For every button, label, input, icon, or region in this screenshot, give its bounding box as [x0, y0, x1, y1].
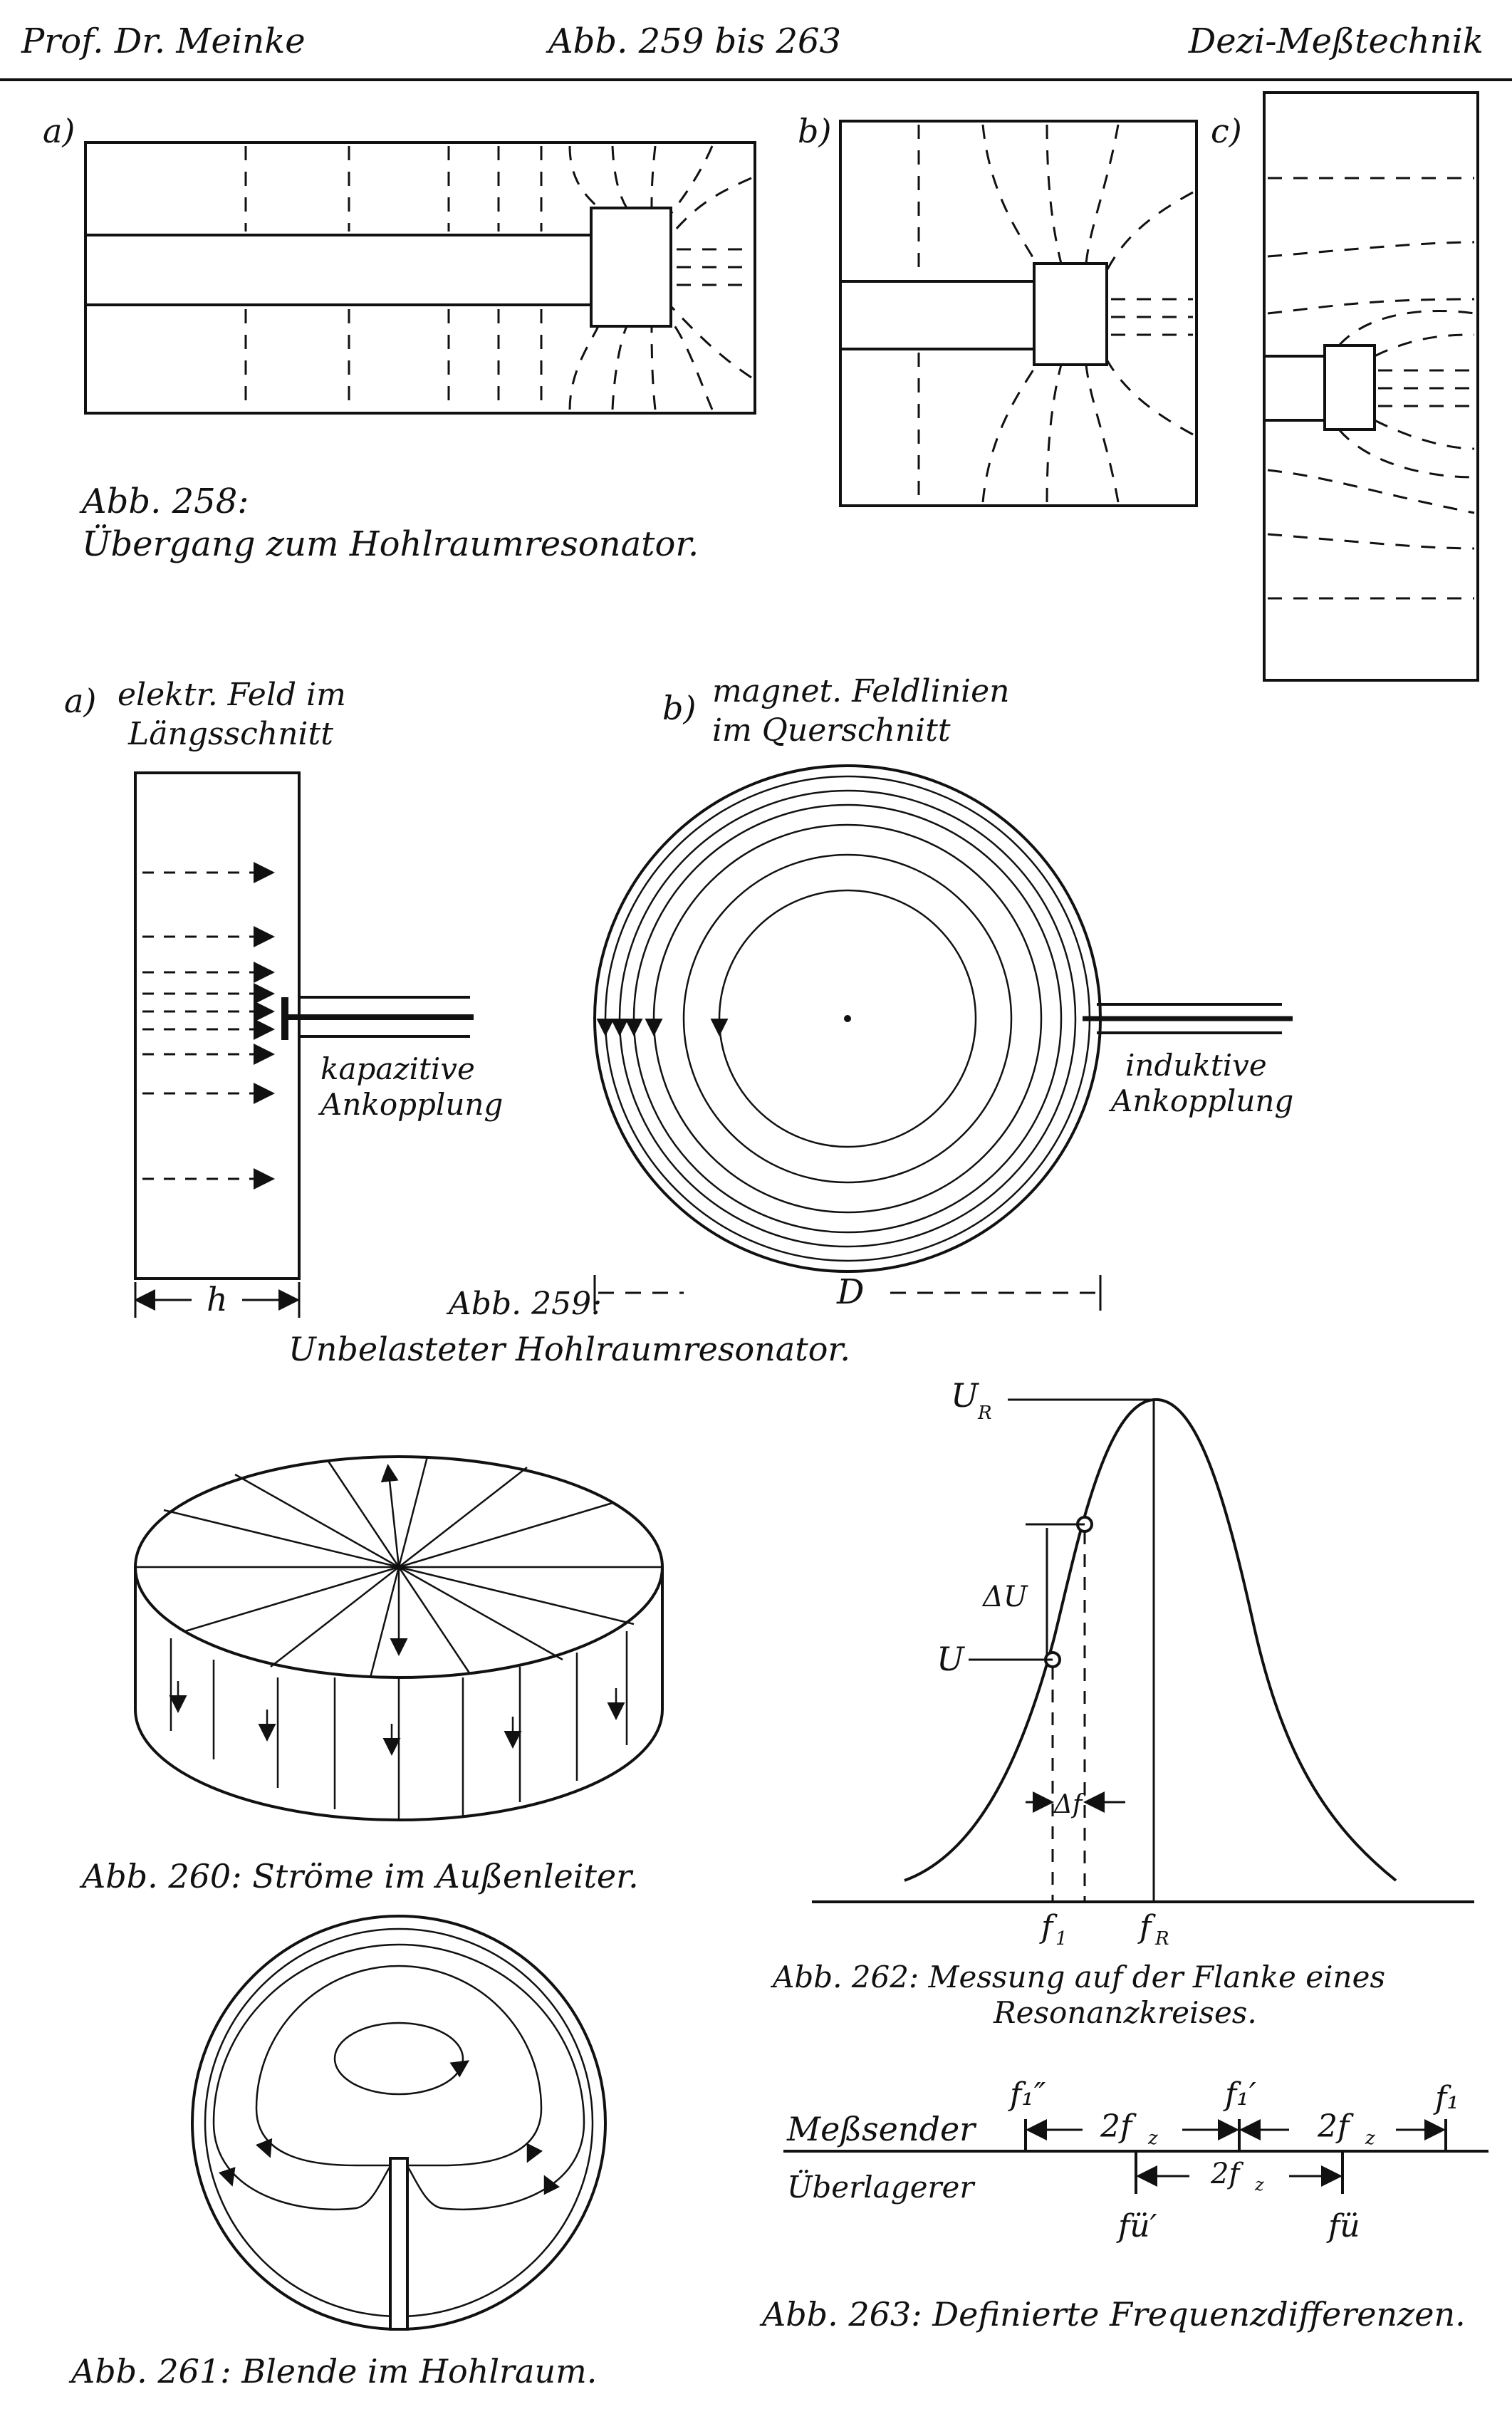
fig262-dU-label: ΔU [981, 1581, 1028, 1613]
fig259b-label: b) [662, 689, 696, 727]
fig261-diaphragm [389, 2157, 409, 2331]
fig258c-housing [1263, 91, 1479, 682]
fig259-caption-title: Unbelasteter Hohlraumresonator. [288, 1330, 850, 1368]
fig261-field-lines [204, 1927, 594, 2318]
fig262: U R ΔU U Δf f 1 f R Abb. 262: Messung au… [770, 1376, 1474, 2030]
fig260: Abb. 260: Ströme im Außenleiter. [79, 1455, 664, 1895]
fig263-row1-label: Meßsender [786, 2110, 977, 2148]
fig261: Abb. 261: Blende im Hohlraum. [68, 1915, 607, 2390]
fig259-caption-number: Abb. 259: [446, 1286, 602, 1322]
fig263-2fz-c: 2f [1210, 2158, 1244, 2190]
fig262-df-label: Δf [1053, 1790, 1086, 1819]
fig259a-e-field-arrows [142, 862, 275, 1190]
header-author: Prof. Dr. Meinke [21, 21, 306, 61]
fig258-caption-number: Abb. 258: [79, 482, 249, 521]
fig259-dim-h [134, 1282, 301, 1318]
fig262-U-label: U [937, 1640, 966, 1678]
header-figure-range: Abb. 259 bis 263 [548, 21, 842, 61]
fig263-2fz-a-sub: z [1147, 2128, 1158, 2149]
fig259-inductive-1: induktive [1125, 1048, 1267, 1083]
fig260-radial-currents [135, 1456, 662, 1678]
fig259-dim-D [593, 1275, 1102, 1311]
fig260-wall-currents [169, 1631, 628, 1820]
fig263-2fz-b-sub: z [1365, 2128, 1375, 2149]
fig262-UR-subscript: R [977, 1403, 992, 1424]
fig258b-label: b) [798, 112, 831, 150]
fig262-caption-2: Resonanzkreises. [993, 1995, 1257, 2030]
fig263-2fz-c-sub: z [1254, 2175, 1264, 2195]
fig258b-inner-plate [1033, 262, 1108, 366]
fig259a-title-2: Längsschnitt [127, 716, 333, 752]
fig263-fu-label: fü [1326, 2208, 1360, 2244]
fig263-row2-label: Überlagerer [787, 2169, 976, 2205]
fig258b-housing [839, 120, 1198, 507]
fig259-capacitive-1: kapazitive [320, 1051, 475, 1086]
fig260-caption: Abb. 260: Ströme im Außenleiter. [79, 1857, 639, 1895]
fig259a-title-1: elektr. Feld im [118, 677, 346, 713]
fig262-resonance-curve [904, 1398, 1397, 1882]
fig259a-longitudinal-section [134, 771, 301, 1280]
fig258a-housing [84, 141, 756, 415]
fig262-fR-subscript: R [1154, 1928, 1169, 1950]
page-header: Prof. Dr. Meinke Abb. 259 bis 263 Dezi-M… [0, 0, 1512, 81]
fig259b-h-field-lines [596, 775, 1091, 1262]
fig263-2fz-b: 2f [1317, 2108, 1354, 2145]
fig258-caption-title: Übergang zum Hohlraumresonator. [82, 524, 699, 564]
fig258: a) b) [43, 91, 1479, 682]
fig263-2fz-a: 2f [1100, 2108, 1137, 2145]
fig258c-inner-plate [1323, 344, 1376, 431]
fig263-f1p-label: f₁′ [1223, 2076, 1256, 2113]
fig259-capacitive-2: Ankopplung [318, 1087, 503, 1122]
fig258a-label: a) [43, 112, 75, 150]
fig259b-title-2: im Querschnitt [712, 712, 951, 749]
fig259-dim-D-label: D [836, 1272, 864, 1312]
fig263-fup-label: fü′ [1116, 2208, 1157, 2244]
fig263-f1-label: f₁ [1433, 2080, 1459, 2116]
fig259: a) elektr. Feld im Längsschnitt kapaziti… [64, 673, 1293, 1368]
fig258a-inner-plate [590, 207, 672, 328]
fig263: Meßsender Überlagerer f₁″ f₁′ f₁ 2f z 2f… [759, 2076, 1488, 2334]
fig259a-label: a) [64, 682, 96, 720]
fig258c-label: c) [1211, 112, 1242, 150]
fig258a-field-lines [244, 145, 752, 410]
fig258c-field-lines [1267, 177, 1475, 600]
fig259b-title-1: magnet. Feldlinien [712, 673, 1009, 709]
fig262-UR-label: U [951, 1376, 980, 1415]
fig262-f1-subscript: 1 [1055, 1928, 1068, 1950]
fig258b-field-lines [917, 124, 1194, 503]
header-topic: Dezi-Meßtechnik [1188, 21, 1484, 61]
fig262-caption-1: Abb. 262: Messung auf der Flanke eines [770, 1960, 1385, 1994]
fig259b-center [844, 1015, 851, 1022]
fig263-intervals [1026, 2119, 1446, 2187]
fig259-inductive-2: Ankopplung [1108, 1083, 1293, 1118]
fig259-dim-h-label: h [207, 1280, 228, 1318]
fig262-fR-label: f [1137, 1909, 1156, 1945]
fig263-caption: Abb. 263: Definierte Frequenzdifferenzen… [759, 2295, 1466, 2334]
fig261-caption: Abb. 261: Blende im Hohlraum. [68, 2352, 597, 2390]
fig263-f1pp-label: f₁″ [1008, 2076, 1046, 2113]
